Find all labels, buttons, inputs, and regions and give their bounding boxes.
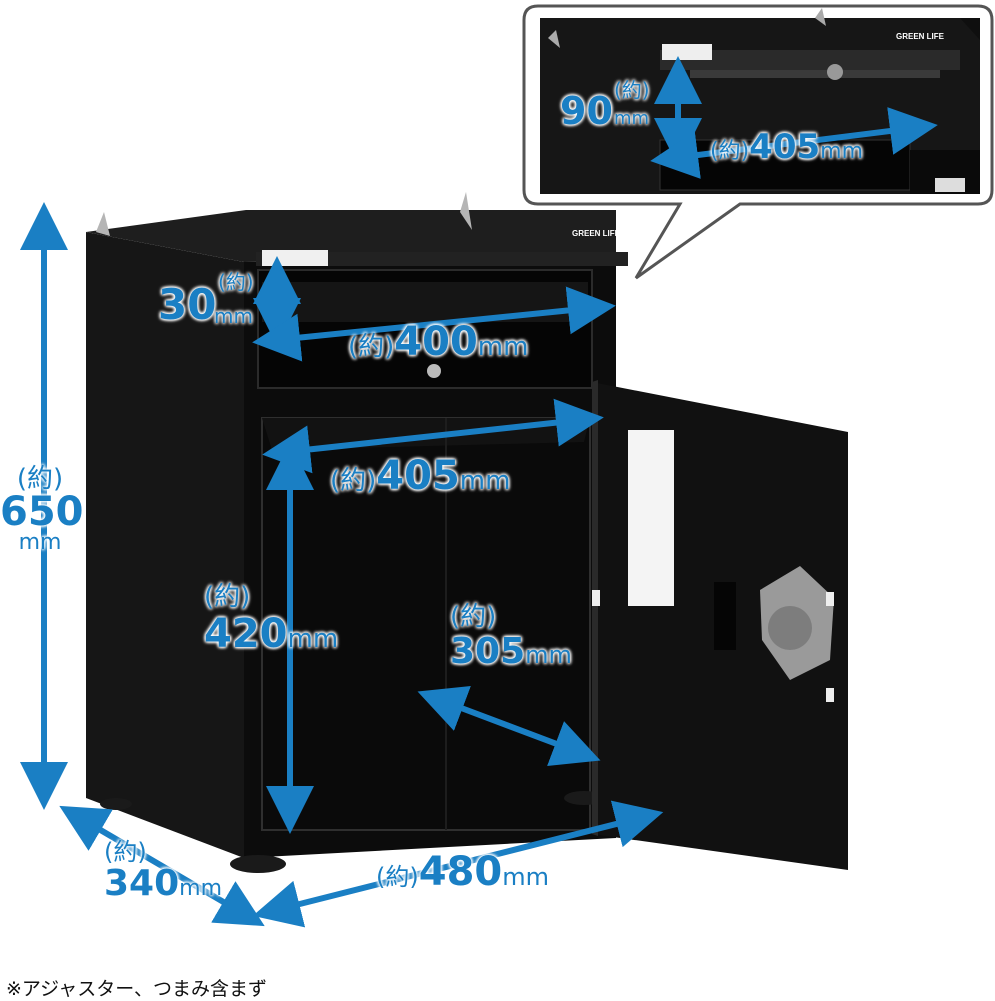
inner-width-label: (約)405mm	[330, 453, 511, 499]
inner-depth-arrow	[417, 686, 601, 766]
depth-total-label: (約) 340mm	[104, 838, 223, 904]
footnote: ※アジャスター、つまみ含まず	[6, 978, 268, 1000]
width-total-label: (約)480mm	[376, 849, 549, 895]
inset-width-arrow	[650, 107, 938, 179]
dimension-arrows	[20, 55, 938, 928]
inner-depth-label: (約) 305mm	[450, 602, 572, 672]
drawer-width-arrow	[252, 286, 616, 362]
inset-width-label: (約)405mm	[710, 127, 864, 167]
instruction-sticker	[628, 430, 674, 606]
open-door	[592, 380, 848, 870]
inner-width-arrow	[262, 398, 604, 474]
height-total-label: (約) 650 mm	[0, 464, 84, 555]
depth-arrow	[59, 805, 265, 927]
drawer-width-label: (約)400mm	[348, 319, 529, 365]
width-arrow	[252, 800, 664, 928]
brand-logo: GREEN LIFE	[572, 229, 621, 238]
inner-height-label: (約) 420mm	[204, 582, 339, 657]
lock-icon	[427, 364, 441, 378]
caution-label	[262, 250, 328, 266]
inset-brand-logo: GREEN LIFE	[896, 32, 945, 41]
